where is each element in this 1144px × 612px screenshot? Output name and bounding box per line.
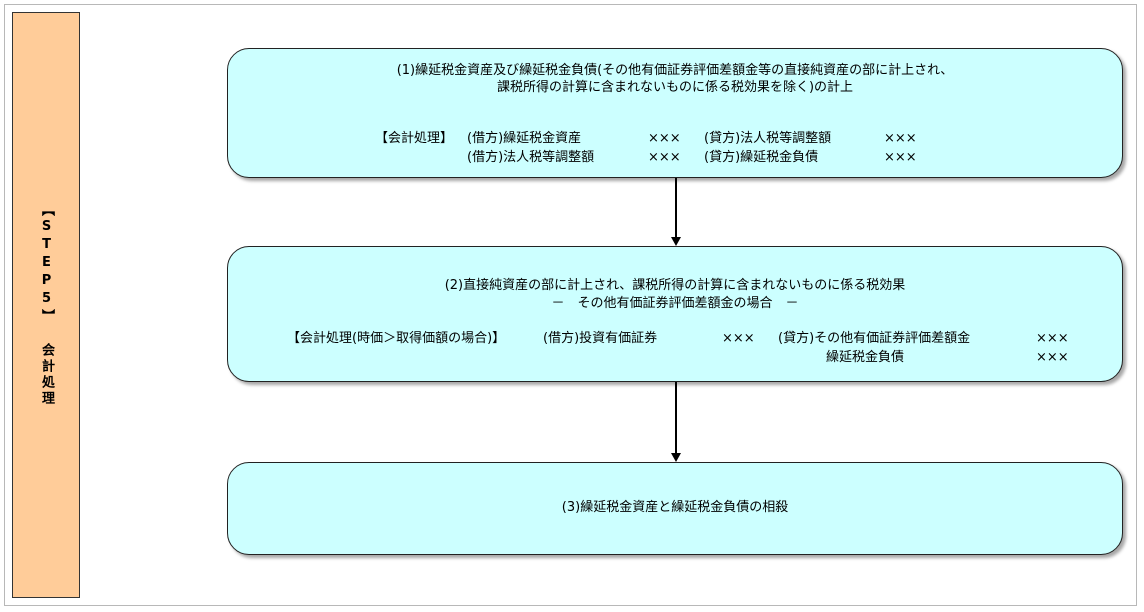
step-label: 【STEP5】 会計処理 [39, 203, 54, 407]
box-1-row-1-debit-amount: ××× [648, 131, 681, 146]
box-2-entry-label: 【会計処理(時価＞取得価額の場合)】 [287, 331, 506, 346]
box-1-entry-label: 【会計処理】 [375, 131, 454, 146]
box-1-row-2-credit: (貸方)繰延税金負債 [704, 150, 819, 165]
box-3-title: (3)繰延税金資産と繰延税金負債の相殺 [561, 500, 789, 515]
box-1-row-2-credit-amount: ××× [884, 150, 917, 165]
box-1-row-1-debit: (借方)繰延税金資産 [467, 131, 582, 146]
box-2-row-1-credit: (貸方)その他有価証券評価差額金 [778, 331, 971, 346]
step-label-bar: 【STEP5】 会計処理 [12, 12, 80, 598]
box-2-row-2-credit-amount: ××× [1036, 350, 1069, 365]
box-1-row-1-credit-amount: ××× [884, 131, 917, 146]
box-1-row-2-debit: (借方)法人税等調整額 [467, 150, 595, 165]
box-1-title-line-2: 課税所得の計算に含まれないものに係る税効果を除く)の計上 [496, 80, 854, 95]
box-2-row-1-debit-amount: ××× [722, 331, 755, 346]
box-2-title-line-1: (2)直接純資産の部に計上され、課税所得の計算に含まれないものに係る税効果 [444, 278, 906, 293]
box-1-row-2-debit-amount: ××× [648, 150, 681, 165]
box-1-deferred-tax-recognition: (1)繰延税金資産及び繰延税金負債(その他有価証券評価差額金等の直接純資産の部に… [227, 48, 1123, 178]
arrow-down-1 [671, 178, 681, 246]
box-2-row-2-credit: 繰延税金負債 [826, 350, 905, 365]
box-1-row-1-credit: (貸方)法人税等調整額 [704, 131, 832, 146]
box-2-row-1-debit: (借方)投資有価証券 [543, 331, 658, 346]
box-1-title-line-1: (1)繰延税金資産及び繰延税金負債(その他有価証券評価差額金等の直接純資産の部に… [396, 63, 954, 78]
box-3-offset: (3)繰延税金資産と繰延税金負債の相殺 [227, 462, 1123, 555]
box-2-row-1-credit-amount: ××× [1036, 331, 1069, 346]
arrow-down-2 [671, 382, 681, 462]
diagram-frame [4, 4, 1137, 606]
box-2-title-line-2: － その他有価証券評価差額金の場合 － [551, 296, 799, 311]
box-2-equity-tax-effect: (2)直接純資産の部に計上され、課税所得の計算に含まれないものに係る税効果 － … [227, 246, 1123, 382]
